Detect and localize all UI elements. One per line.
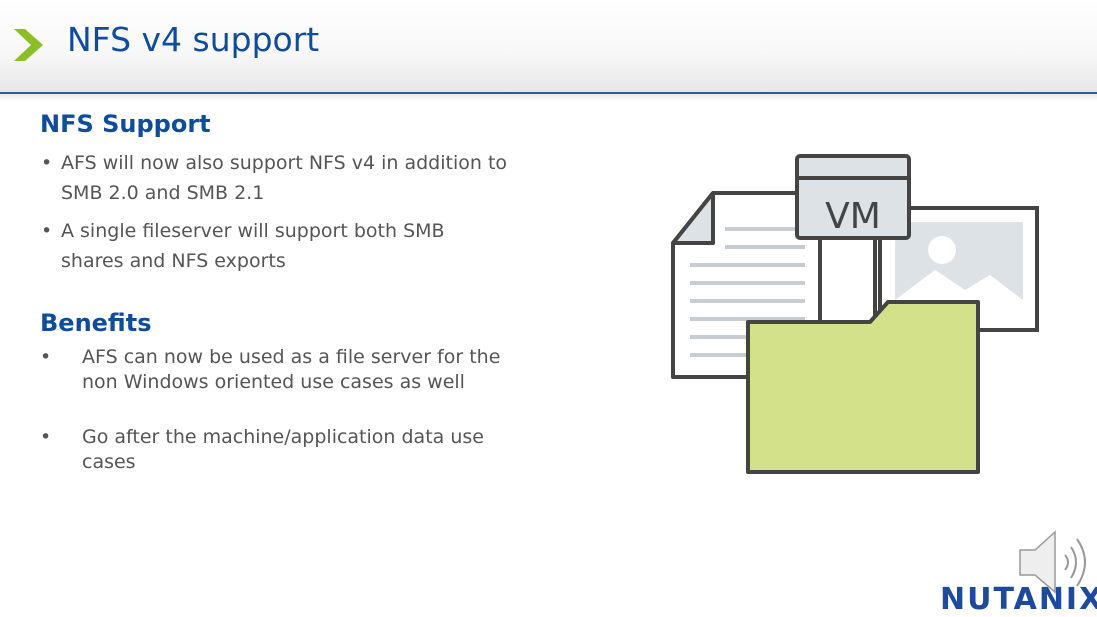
vm-icon: VM [795, 154, 911, 240]
folder-icon [746, 300, 980, 474]
bullet-item: •AFS can now be used as a file server fo… [40, 346, 501, 393]
slide-header [0, 0, 1097, 92]
chevron-right-icon [14, 29, 43, 61]
bullet-item: •AFS will now also support NFS v4 in add… [41, 152, 508, 204]
speaker-icon[interactable] [1015, 530, 1097, 595]
bullet-item: •A single fileserver will support both S… [41, 220, 445, 272]
header-divider [0, 92, 1097, 94]
header-shadow [0, 94, 1097, 102]
vm-stem [818, 233, 877, 327]
file-server-illustration: VM [671, 154, 1039, 474]
section-heading-benefits: Benefits [40, 309, 152, 337]
bullet-item: •Go after the machine/application data u… [40, 426, 484, 473]
nutanix-logo: NUTANIX [940, 582, 1097, 617]
vm-label: VM [825, 196, 881, 237]
section-heading-nfs-support: NFS Support [40, 110, 211, 138]
slide-title: NFS v4 support [67, 20, 320, 59]
